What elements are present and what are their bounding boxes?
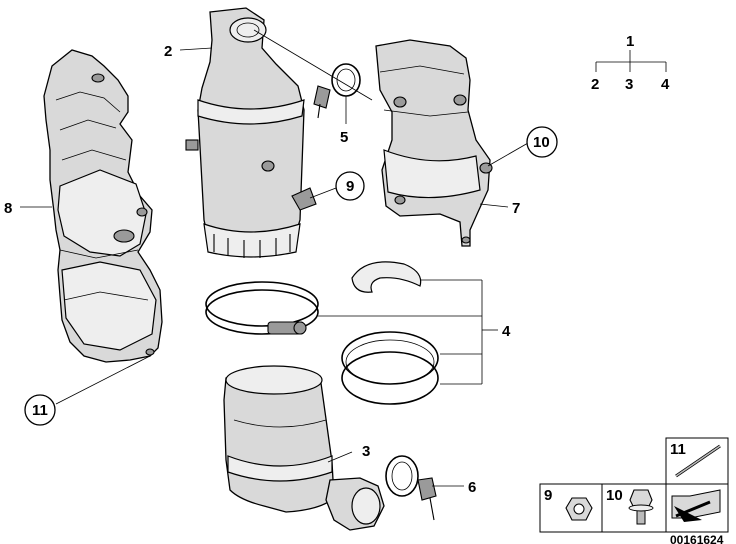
callout-2: 2 bbox=[164, 43, 172, 60]
clamp-small-upper bbox=[313, 63, 361, 119]
callout-11-circle: 11 bbox=[24, 394, 56, 426]
callout-9-circle: 9 bbox=[335, 171, 365, 201]
legend-child-2: 2 bbox=[591, 76, 599, 93]
legend-root: 1 bbox=[626, 33, 634, 50]
inset-box-9: 9 bbox=[539, 483, 603, 533]
seal-ring bbox=[341, 331, 439, 405]
callout-4: 4 bbox=[502, 323, 511, 340]
callout-10-circle: 10 bbox=[526, 126, 558, 158]
callout-10: 10 bbox=[533, 134, 550, 151]
heat-shield-left bbox=[43, 49, 163, 363]
leader-lines bbox=[20, 29, 529, 487]
inset-box-11: 11 bbox=[665, 437, 729, 485]
inset-label-10: 10 bbox=[606, 487, 623, 504]
callout-9: 9 bbox=[346, 178, 354, 195]
heat-shield-right bbox=[375, 39, 493, 247]
callout-6: 6 bbox=[468, 479, 476, 496]
inset-label-11: 11 bbox=[670, 441, 686, 458]
clamp-small-lower bbox=[385, 455, 437, 521]
callout-3: 3 bbox=[362, 443, 370, 460]
band-clamp bbox=[205, 281, 319, 335]
callout-11: 11 bbox=[32, 402, 48, 419]
inset-box-10: 10 bbox=[601, 483, 667, 533]
inset-box-arrow bbox=[665, 483, 729, 533]
diagram-id: 00161624 bbox=[670, 533, 724, 544]
gasket-crescent bbox=[351, 261, 422, 293]
callout-8: 8 bbox=[4, 200, 12, 217]
callout-5: 5 bbox=[340, 129, 348, 146]
legend-tree: 1 2 3 4 bbox=[591, 33, 670, 93]
inset-label-9: 9 bbox=[544, 487, 552, 504]
catalytic-converter-lower bbox=[223, 365, 385, 531]
callout-7: 7 bbox=[512, 200, 520, 217]
legend-child-3: 3 bbox=[625, 76, 633, 93]
legend-child-4: 4 bbox=[661, 76, 670, 93]
catalytic-converter-main bbox=[185, 7, 317, 258]
